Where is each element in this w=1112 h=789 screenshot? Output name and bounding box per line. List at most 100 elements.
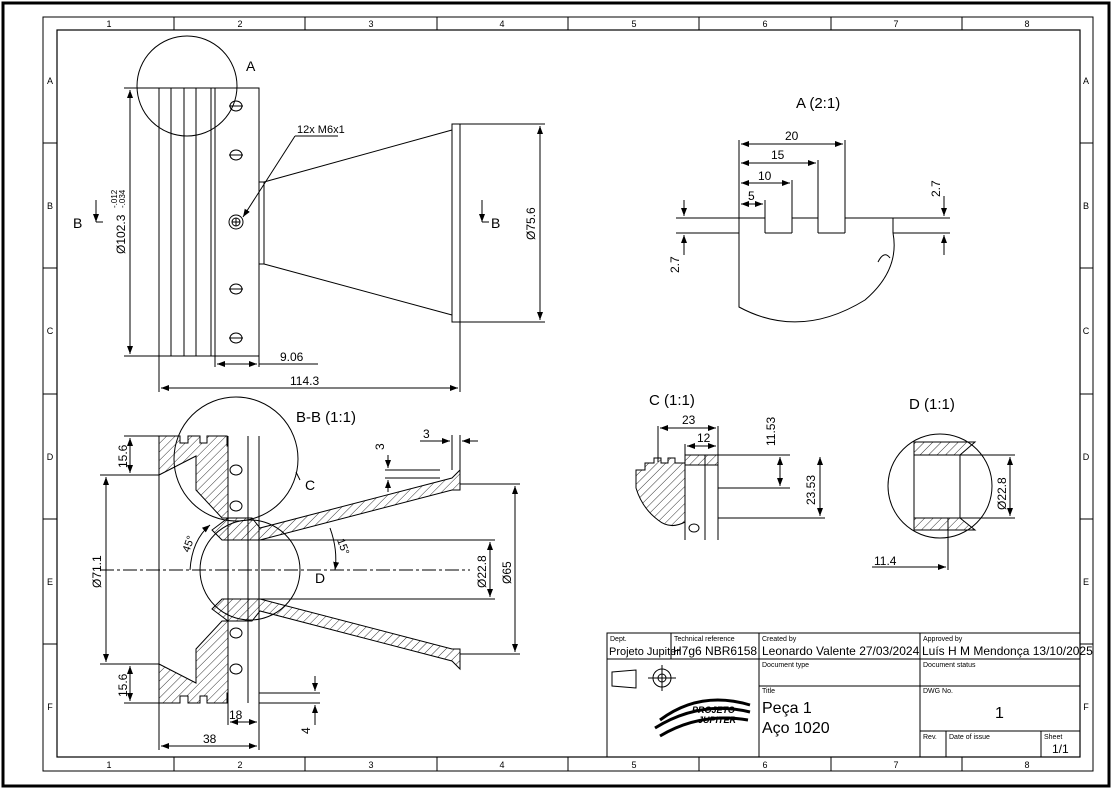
dim-c-12: 12 bbox=[697, 431, 711, 445]
zone-col-5-top: 5 bbox=[631, 19, 636, 29]
logo-line-2: JUPITER bbox=[698, 715, 737, 725]
dim-a-2-7-right: 2.7 bbox=[929, 180, 943, 197]
dim-c-23-53: 23.53 bbox=[804, 475, 818, 505]
dim-c-11-53: 11.53 bbox=[764, 417, 778, 446]
zone-row-a-left: A bbox=[47, 76, 53, 86]
sheet-label: Sheet bbox=[1044, 734, 1062, 741]
dim-bb-3-vert: 3 bbox=[373, 443, 387, 450]
front-view-labels: A B B 12x M6x1 Ø102.3 -.012 -.034 Ø75.6 … bbox=[73, 58, 538, 388]
created-value: Leonardo Valente 27/03/2024 bbox=[762, 644, 920, 658]
sheet-value: 1/1 bbox=[1052, 742, 1069, 756]
zone-row-f-left: F bbox=[47, 702, 53, 712]
zone-col-6-top: 6 bbox=[762, 19, 767, 29]
zone-row-f-right: F bbox=[1083, 702, 1089, 712]
title-block-labels: Dept. Projeto Jupiter Technical referenc… bbox=[609, 636, 1093, 756]
dim-bb-15-6-bottom: 15.6 bbox=[116, 673, 130, 697]
zone-row-c-right: C bbox=[1083, 326, 1090, 336]
zone-ticks bbox=[43, 17, 1093, 771]
zone-col-7-bottom: 7 bbox=[893, 760, 898, 770]
detail-d-view bbox=[872, 433, 1015, 570]
dept-label: Dept. bbox=[610, 636, 627, 643]
techref-value: H7g6 NBR6158 bbox=[673, 644, 757, 658]
zone-row-a-right: A bbox=[1083, 76, 1089, 86]
dim-bb-4: 4 bbox=[299, 727, 313, 734]
docstatus-label: Document status bbox=[923, 662, 976, 669]
section-bb-view bbox=[100, 396, 520, 750]
dim-a-2-7-left: 2.7 bbox=[668, 256, 682, 273]
dim-bb-18: 18 bbox=[229, 708, 243, 722]
section-b-left: B bbox=[73, 215, 82, 231]
section-bb-title: B-B (1:1) bbox=[296, 409, 356, 426]
zone-row-c-left: C bbox=[47, 326, 54, 336]
dim-dia-75-6: Ø75.6 bbox=[524, 207, 538, 240]
detail-d-marker: D bbox=[315, 570, 325, 586]
zone-row-b-right: B bbox=[1083, 201, 1089, 211]
dept-value: Projeto Jupiter bbox=[609, 646, 680, 658]
dim-dia-71-1: Ø71.1 bbox=[90, 555, 104, 588]
logo-line-1: PROJETO bbox=[692, 705, 735, 715]
dim-bb-15-6-top: 15.6 bbox=[116, 444, 130, 468]
dim-tol-upper: -.012 bbox=[110, 189, 119, 208]
dim-114-3: 114.3 bbox=[290, 374, 319, 388]
dim-dia-102-3: Ø102.3 bbox=[114, 214, 128, 254]
zone-col-3-top: 3 bbox=[368, 19, 373, 29]
zone-col-4-bottom: 4 bbox=[499, 760, 504, 770]
doctype-label: Document type bbox=[762, 662, 809, 669]
front-view bbox=[93, 35, 545, 392]
dim-a-20: 20 bbox=[785, 129, 799, 143]
title-line-1: Peça 1 bbox=[762, 700, 812, 717]
dim-bb-38: 38 bbox=[203, 732, 217, 746]
angle-15: 15° bbox=[334, 537, 351, 557]
dim-c-23: 23 bbox=[682, 413, 696, 427]
zone-col-8-bottom: 8 bbox=[1024, 760, 1029, 770]
detail-a-view bbox=[676, 140, 950, 323]
section-b-right: B bbox=[491, 215, 500, 231]
zone-col-2-bottom: 2 bbox=[237, 760, 242, 770]
detail-a-title: A (2:1) bbox=[796, 95, 840, 112]
section-bb-labels: B-B (1:1) 15.6 15.6 3 3 C D 45° 15° Ø71.… bbox=[90, 409, 514, 746]
zone-col-2-top: 2 bbox=[237, 19, 242, 29]
zone-col-3-bottom: 3 bbox=[368, 760, 373, 770]
detail-c-marker: C bbox=[305, 477, 315, 493]
thread-callout: 12x M6x1 bbox=[297, 124, 345, 136]
angle-45: 45° bbox=[181, 534, 198, 554]
dim-a-5: 5 bbox=[748, 189, 755, 203]
zone-labels: 1 2 3 4 5 6 7 8 1 2 3 4 5 6 7 8 A B C D … bbox=[47, 19, 1090, 770]
detail-a-labels: A (2:1) 20 15 10 5 2.7 2.7 bbox=[668, 95, 943, 273]
zone-row-d-right: D bbox=[1083, 452, 1090, 462]
zone-row-b-left: B bbox=[47, 201, 53, 211]
zone-row-e-left: E bbox=[47, 577, 53, 587]
dim-a-10: 10 bbox=[758, 169, 772, 183]
title-label: Title bbox=[762, 688, 775, 695]
detail-c-labels: C (1:1) 23 12 11.53 23.53 bbox=[649, 392, 818, 505]
dwg-value: 1 bbox=[995, 705, 1004, 722]
approved-value: Luís H M Mendonça 13/10/2025 bbox=[922, 644, 1093, 658]
zone-row-d-left: D bbox=[47, 452, 54, 462]
date-issue-label: Date of issue bbox=[949, 734, 990, 741]
dim-a-15: 15 bbox=[771, 148, 785, 162]
detail-c-view bbox=[635, 425, 825, 540]
zone-col-7-top: 7 bbox=[893, 19, 898, 29]
zone-col-6-bottom: 6 bbox=[762, 760, 767, 770]
dim-d-11-4: 11.4 bbox=[874, 554, 897, 568]
dim-dia-65: Ø65 bbox=[500, 561, 514, 584]
approved-label: Approved by bbox=[923, 636, 963, 643]
dim-bb-3-horiz: 3 bbox=[423, 427, 430, 441]
dim-9-06: 9.06 bbox=[280, 350, 304, 364]
detail-d-title: D (1:1) bbox=[909, 396, 955, 413]
zone-col-1-top: 1 bbox=[106, 19, 111, 29]
detail-c-title: C (1:1) bbox=[649, 392, 695, 409]
zone-col-5-bottom: 5 bbox=[631, 760, 636, 770]
zone-col-8-top: 8 bbox=[1024, 19, 1029, 29]
dim-d-dia-22-8: Ø22.8 bbox=[995, 477, 1009, 510]
detail-d-labels: D (1:1) Ø22.8 11.4 bbox=[874, 396, 1009, 568]
detail-a-marker: A bbox=[246, 58, 256, 74]
zone-row-e-right: E bbox=[1083, 577, 1089, 587]
title-block bbox=[606, 632, 1081, 758]
created-label: Created by bbox=[762, 636, 797, 643]
title-line-2: Aço 1020 bbox=[762, 720, 830, 737]
rev-label: Rev. bbox=[923, 734, 937, 741]
dwg-label: DWG No. bbox=[923, 688, 953, 695]
